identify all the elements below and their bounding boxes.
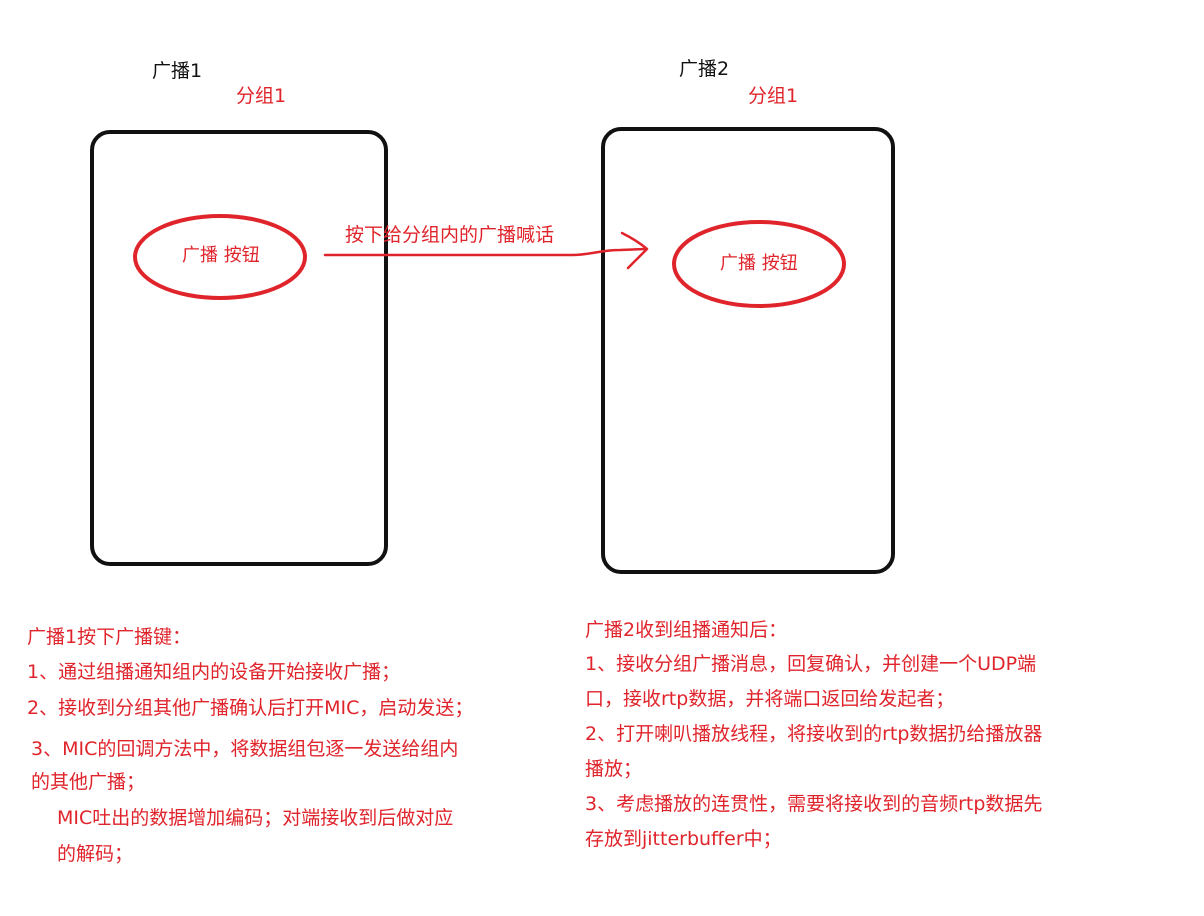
- device1-frame: [90, 130, 388, 566]
- device2-button-label: 广播 按钮: [720, 253, 798, 274]
- arrow-shaft: [323, 247, 647, 257]
- device1-button-ellipse: [133, 214, 307, 300]
- notes-left-line: MIC吐出的数据增加编码；对端接收到后做对应: [57, 807, 454, 829]
- notes-right-line: 1、接收分组广播消息，回复确认，并创建一个UDP端: [585, 653, 1037, 675]
- notes-left-heading: 广播1按下广播键：: [27, 626, 192, 648]
- notes-left-line: 的解码；: [57, 843, 134, 865]
- notes-right-line: 2、打开喇叭播放线程，将接收到的rtp数据扔给播放器: [585, 723, 1043, 745]
- arrow-label: 按下给分组内的广播喊话: [345, 224, 555, 246]
- device2-group-label: 分组1: [748, 85, 799, 107]
- notes-left-line: 1、通过组播通知组内的设备开始接收广播；: [27, 661, 401, 683]
- device1-button-label: 广播 按钮: [182, 245, 260, 266]
- notes-left-line: 3、MIC的回调方法中，将数据组包逐一发送给组内: [31, 738, 459, 760]
- notes-left-line: 的其他广播；: [31, 771, 146, 793]
- device2-button-ellipse: [672, 220, 846, 308]
- device2-frame: [601, 127, 895, 574]
- device1-title: 广播1: [152, 60, 203, 82]
- notes-right-line: 3、考虑播放的连贯性，需要将接收到的音频rtp数据先: [585, 793, 1043, 815]
- device2-title: 广播2: [679, 58, 730, 80]
- notes-right-heading: 广播2收到组播通知后：: [585, 619, 788, 641]
- notes-right-line: 口，接收rtp数据，并将端口返回给发起者；: [585, 688, 955, 710]
- notes-right-line: 播放；: [585, 758, 643, 780]
- arrow-head: [620, 231, 649, 270]
- notes-left-line: 2、接收到分组其他广播确认后打开MIC，启动发送；: [27, 697, 474, 719]
- notes-right-line: 存放到jitterbuffer中；: [585, 828, 782, 850]
- device1-group-label: 分组1: [236, 85, 287, 107]
